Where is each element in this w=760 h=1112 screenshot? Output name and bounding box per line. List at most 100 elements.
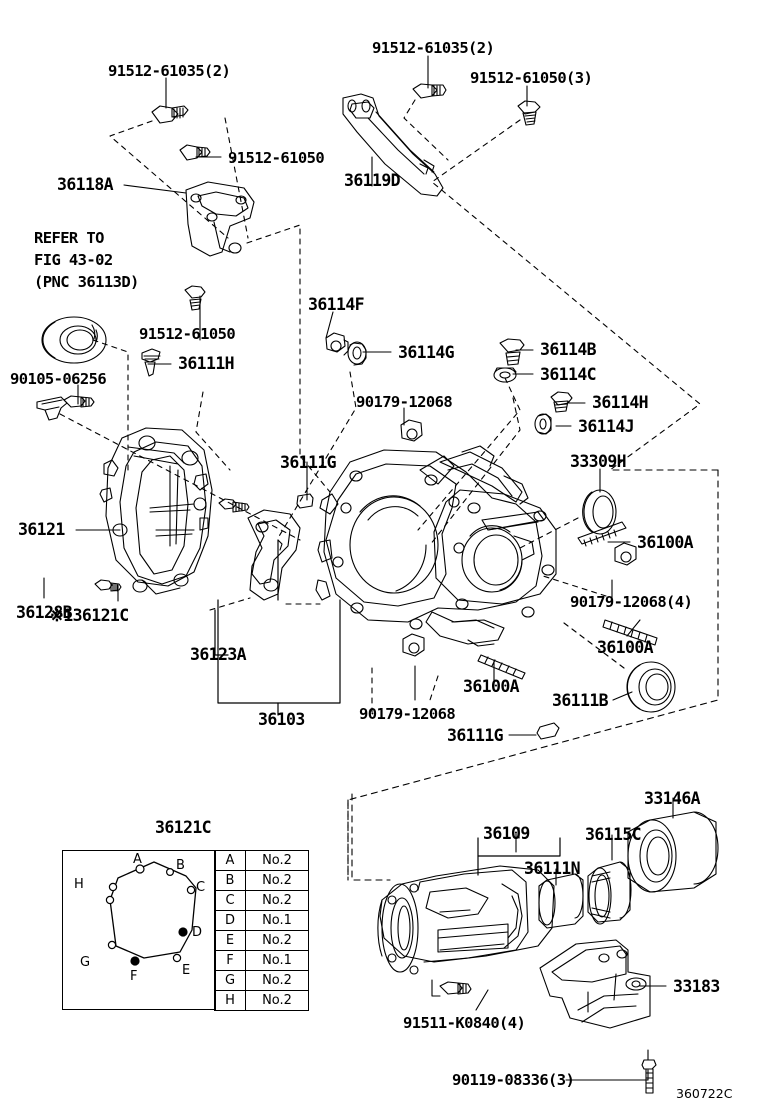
row-value: No.2 xyxy=(245,890,309,911)
part-stud-36100a-3 xyxy=(477,654,526,680)
callout-36114b: 36114B xyxy=(540,340,597,359)
gasket-point-label-b: B xyxy=(176,858,185,873)
callout-36119d: 36119D xyxy=(344,171,401,190)
part-washer-36114c xyxy=(493,367,517,383)
gasket-point-label-g: G xyxy=(80,955,91,970)
callout-36100a-2: 36100A xyxy=(597,638,654,657)
part-washer-36114g xyxy=(347,341,367,366)
part-bolt-91512-61035-left xyxy=(151,105,189,124)
part-plug-36111g-b xyxy=(536,722,560,740)
row-key: C xyxy=(214,890,246,911)
part-washer-36114j xyxy=(534,413,552,435)
diagram-id-code: 360722C xyxy=(676,1086,733,1101)
gasket-point-label-c: C xyxy=(196,880,206,895)
gasket-point-label-h: H xyxy=(74,877,84,892)
part-bracket-36118a xyxy=(185,181,255,257)
part-nut-90179-12068-a xyxy=(400,419,423,442)
callout-36100a-1: 36100A xyxy=(637,533,694,552)
callout-91512-61035-right: 91512-61035(2) xyxy=(372,39,495,57)
part-bearing-36113d xyxy=(41,316,107,364)
part-nut-36114f xyxy=(325,332,349,356)
part-bolt-91512-61050-b xyxy=(517,100,541,126)
callout-36128b: 36128B xyxy=(16,603,73,622)
row-key: B xyxy=(214,870,246,891)
part-plug-36111g-a xyxy=(296,493,314,509)
callout-36118a: 36118A xyxy=(57,175,114,194)
assembly-dashed-lines xyxy=(59,99,701,713)
row-value: No.2 xyxy=(245,990,309,1011)
part-carrier-cover-36121 xyxy=(99,427,213,595)
callout-33146a: 33146A xyxy=(644,789,701,808)
part-nut-90179-12068-c xyxy=(402,633,425,657)
callout-90179-12068-4: 90179-12068(4) xyxy=(570,593,693,611)
callout-91511-k0840: 91511-K0840(4) xyxy=(403,1014,526,1032)
callout-33183: 33183 xyxy=(673,977,720,996)
part-bolt-91511-k0840 xyxy=(431,979,472,997)
part-bolt-90119-08336 xyxy=(641,1049,657,1094)
refer-to-note-line3: (PNC 36113D) xyxy=(34,273,139,291)
gasket-point-label-f: F xyxy=(130,969,138,984)
part-bolt-36114h xyxy=(550,391,573,413)
callout-36123a: 36123A xyxy=(190,645,247,664)
row-key: D xyxy=(214,910,246,931)
row-value: No.2 xyxy=(245,870,309,891)
row-key: E xyxy=(214,930,246,951)
callout-36111g-b: 36111G xyxy=(447,726,504,745)
callout-36103: 36103 xyxy=(258,710,305,729)
callout-36114f: 36114F xyxy=(308,295,365,314)
callout-36121: 36121 xyxy=(18,520,65,539)
callout-91512-61050-3: 91512-61050(3) xyxy=(470,69,593,87)
part-stud-36100a-2 xyxy=(602,619,658,646)
row-key: H xyxy=(214,990,246,1011)
row-key: G xyxy=(214,970,246,991)
callout-90179-12068-a: 90179-12068 xyxy=(356,393,453,411)
row-value: No.2 xyxy=(245,850,309,871)
part-bush-33146a xyxy=(627,811,719,893)
part-bolt-90105-06256 xyxy=(63,395,95,408)
row-value: No.1 xyxy=(245,950,309,971)
part-stud-36100a-1 xyxy=(577,521,627,547)
row-key: F xyxy=(214,950,246,971)
callout-36121c-text: 36121C xyxy=(72,606,130,625)
gasket-point-label-e: E xyxy=(182,963,191,978)
part-clip-36128b xyxy=(36,396,68,421)
part-bracket-36123a xyxy=(247,509,301,601)
callout-36109: 36109 xyxy=(483,824,530,843)
part-plug-36111h xyxy=(141,348,161,377)
callout-36111g-a: 36111G xyxy=(280,453,337,472)
row-key: A xyxy=(214,850,246,871)
callout-36111n: 36111N xyxy=(524,859,581,878)
callout-36100a-3: 36100A xyxy=(463,677,520,696)
callout-33309h: 33309H xyxy=(570,452,627,471)
part-oilseal-33309h xyxy=(582,489,617,535)
callout-36114g: 36114G xyxy=(398,343,455,362)
refer-to-note-line2: FIG 43-02 xyxy=(34,251,113,269)
row-value: No.2 xyxy=(245,970,309,991)
callout-91512-61035-left: 91512-61035(2) xyxy=(108,62,231,80)
callout-91512-61050-b: 91512-61050 xyxy=(139,325,236,343)
part-bolt-36123a-mount xyxy=(218,498,250,513)
reference-mark-1: ※1 xyxy=(50,606,73,625)
callout-90105-06256: 90105-06256 xyxy=(10,370,107,388)
part-bearing-36115c xyxy=(587,861,632,925)
part-sleeve-36111n xyxy=(538,873,584,929)
gasket-point-label-a: A xyxy=(133,852,142,867)
row-value: No.1 xyxy=(245,910,309,931)
group-bracket-36103 xyxy=(217,539,341,716)
gasket-hole-markers xyxy=(105,864,196,966)
callout-36115c: 36115C xyxy=(585,825,642,844)
callout-36111b: 36111B xyxy=(552,691,609,710)
subtable-title: 36121C xyxy=(155,818,212,837)
part-housing-36103 xyxy=(315,445,557,647)
refer-to-note-line1: REFER TO xyxy=(34,229,104,247)
part-bolt-36114b xyxy=(499,338,525,366)
